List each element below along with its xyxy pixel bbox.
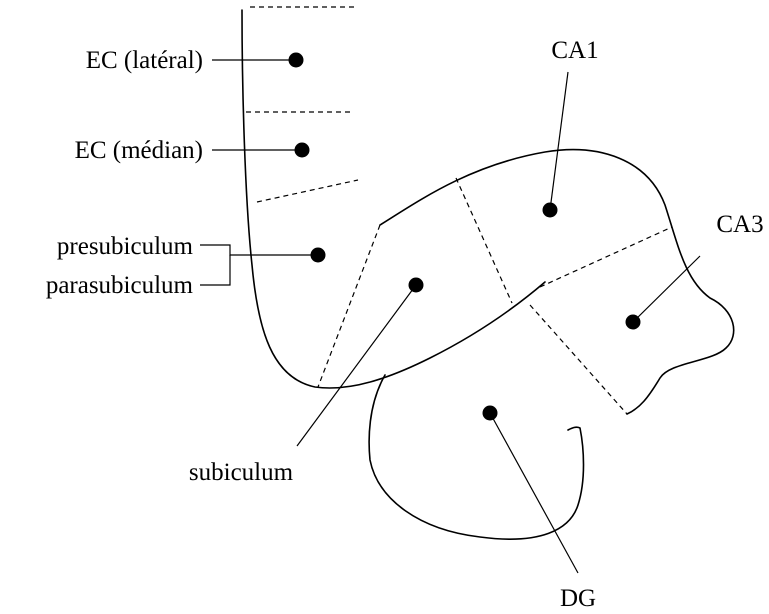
ec-lateral-dot	[288, 52, 304, 68]
label-ca1: CA1	[551, 37, 598, 64]
dg-leader	[489, 412, 579, 574]
label-dg: DG	[560, 585, 596, 612]
ec-presubiculum-boundary	[256, 179, 359, 203]
ca3-dg-boundary	[529, 304, 628, 415]
label-ca3: CA3	[716, 211, 763, 238]
ca1-ca3-boundary	[539, 226, 673, 288]
dentate-gyrus-outline	[368, 374, 585, 540]
label-subiculum: subiculum	[189, 459, 294, 486]
ca3-dot	[625, 314, 641, 330]
ca1-leader	[549, 71, 569, 211]
label-ec-median: EC (médian)	[75, 137, 203, 164]
ec-median-dot	[294, 142, 310, 158]
presubiculum-leader	[200, 244, 318, 256]
ca-fields-outline	[379, 148, 735, 415]
label-presubiculum: presubiculum	[57, 233, 194, 260]
label-ec-lateral: EC (latéral)	[86, 47, 203, 74]
dg-dot	[482, 405, 498, 421]
parasubiculum-leader	[200, 255, 231, 286]
ca1-dot	[542, 202, 558, 218]
entorhinal-subiculum-outline	[241, 9, 546, 389]
presubiculum-subiculum-boundary	[317, 224, 381, 388]
subiculum-leader	[296, 284, 417, 447]
subiculum-ca1-boundary	[455, 177, 513, 304]
presubiculum-dot	[310, 247, 326, 263]
label-parasubiculum: parasubiculum	[46, 272, 194, 299]
subiculum-dot	[408, 277, 424, 293]
ca3-leader	[632, 255, 701, 323]
